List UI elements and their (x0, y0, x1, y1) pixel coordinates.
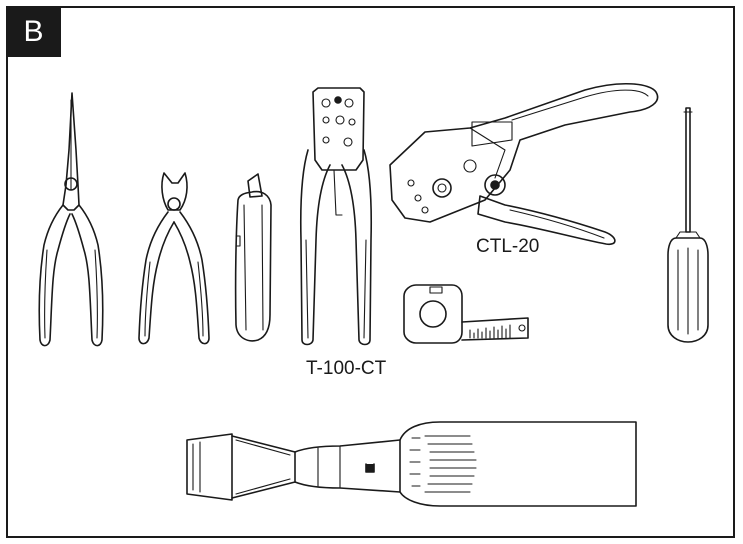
crimper-ctl20-icon (389, 82, 659, 246)
screwdriver-icon (667, 107, 709, 343)
needle-nose-pliers-icon (38, 92, 104, 347)
tape-measure-icon (403, 284, 529, 344)
panel-frame (6, 6, 735, 538)
panel-badge: B (6, 6, 61, 57)
crimper-t100-icon (299, 87, 373, 346)
label-ctl-20: CTL-20 (476, 236, 540, 257)
utility-knife-icon (234, 173, 272, 342)
side-cutters-icon (138, 172, 210, 345)
label-t100-ct: T-100-CT (306, 358, 387, 379)
heat-gun-icon (186, 421, 637, 507)
